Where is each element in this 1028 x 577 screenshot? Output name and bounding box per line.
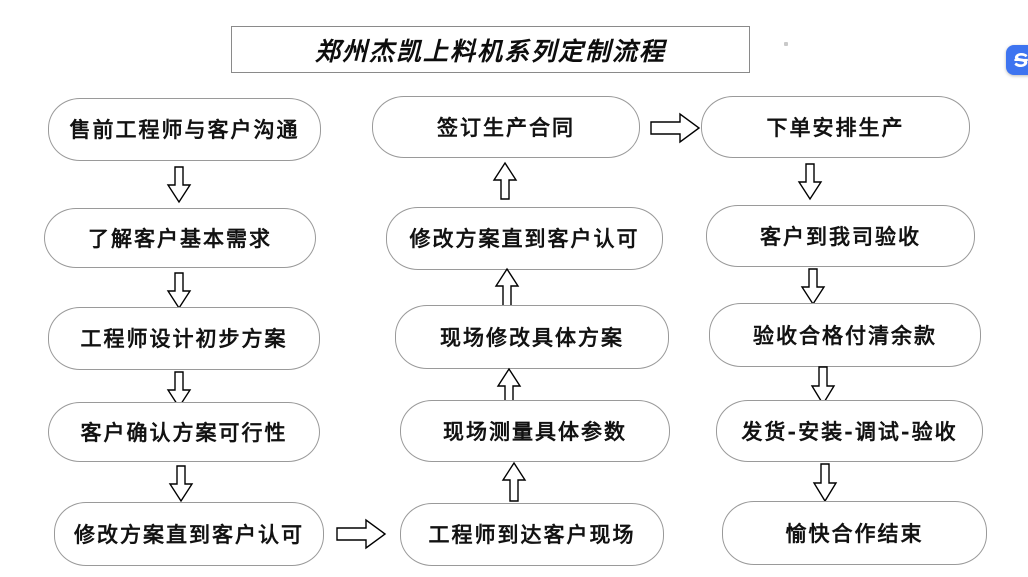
node-column-3-3[interactable]: 验收合格付清余款 [709,303,981,367]
node-column-3-4[interactable]: 发货-安装-调试-验收 [716,400,983,462]
arrow-down-c1-a1 [164,166,194,204]
node-column-3-5[interactable]: 愉快合作结束 [722,501,987,565]
node-label: 修改方案直到客户认可 [74,521,304,547]
node-column-3-1[interactable]: 下单安排生产 [701,96,970,158]
arrow-up-c2-a2 [492,267,522,309]
node-column-2-4[interactable]: 现场测量具体参数 [400,400,670,462]
node-column-1-3[interactable]: 工程师设计初步方案 [48,307,320,370]
arrow-down-c3-a3 [808,366,838,406]
chart-title-box: 郑州杰凯上料机系列定制流程 [231,26,750,73]
node-label: 发货-安装-调试-验收 [741,418,958,444]
node-label: 了解客户基本需求 [88,225,272,251]
arrow-down-c3-a2 [798,268,828,306]
node-label: 工程师到达客户现场 [428,522,636,547]
node-label: 下单安排生产 [766,114,905,140]
node-label: 客户到我司验收 [760,223,921,249]
arrow-up-c2-a1 [490,161,520,201]
sogou-s-badge-icon [1006,45,1028,75]
node-label: 修改方案直到客户认可 [409,226,640,251]
arrow-down-c1-a4 [166,465,196,503]
node-label: 现场测量具体参数 [443,418,627,444]
arrow-down-c1-a2 [164,272,194,310]
node-label: 验收合格付清余款 [753,322,937,348]
node-label: 客户确认方案可行性 [80,419,288,445]
node-label: 签订生产合同 [437,114,575,140]
node-column-2-5[interactable]: 工程师到达客户现场 [400,503,664,566]
arrow-down-c1-a3 [164,371,194,409]
arrow-down-c3-a4 [810,463,840,503]
node-column-2-3[interactable]: 现场修改具体方案 [395,305,669,369]
arrow-right-c2-to-c3 [650,110,702,146]
node-column-1-1[interactable]: 售前工程师与客户沟通 [48,98,321,161]
node-label: 工程师设计初步方案 [80,326,288,351]
image-speck [784,42,788,46]
node-column-3-2[interactable]: 客户到我司验收 [706,205,975,267]
node-label: 售前工程师与客户沟通 [69,117,300,142]
arrow-up-c2-a4 [499,461,529,503]
node-column-2-1[interactable]: 签订生产合同 [372,96,640,158]
arrow-right-c1-to-c2 [336,516,388,552]
node-column-2-2[interactable]: 修改方案直到客户认可 [386,207,663,270]
node-column-1-4[interactable]: 客户确认方案可行性 [48,402,320,462]
node-label: 现场修改具体方案 [440,324,624,350]
node-column-1-5[interactable]: 修改方案直到客户认可 [54,502,324,566]
node-label: 愉快合作结束 [785,520,924,546]
arrow-down-c3-a1 [795,163,825,201]
node-column-1-2[interactable]: 了解客户基本需求 [44,208,316,268]
chart-title: 郑州杰凯上料机系列定制流程 [314,36,666,66]
